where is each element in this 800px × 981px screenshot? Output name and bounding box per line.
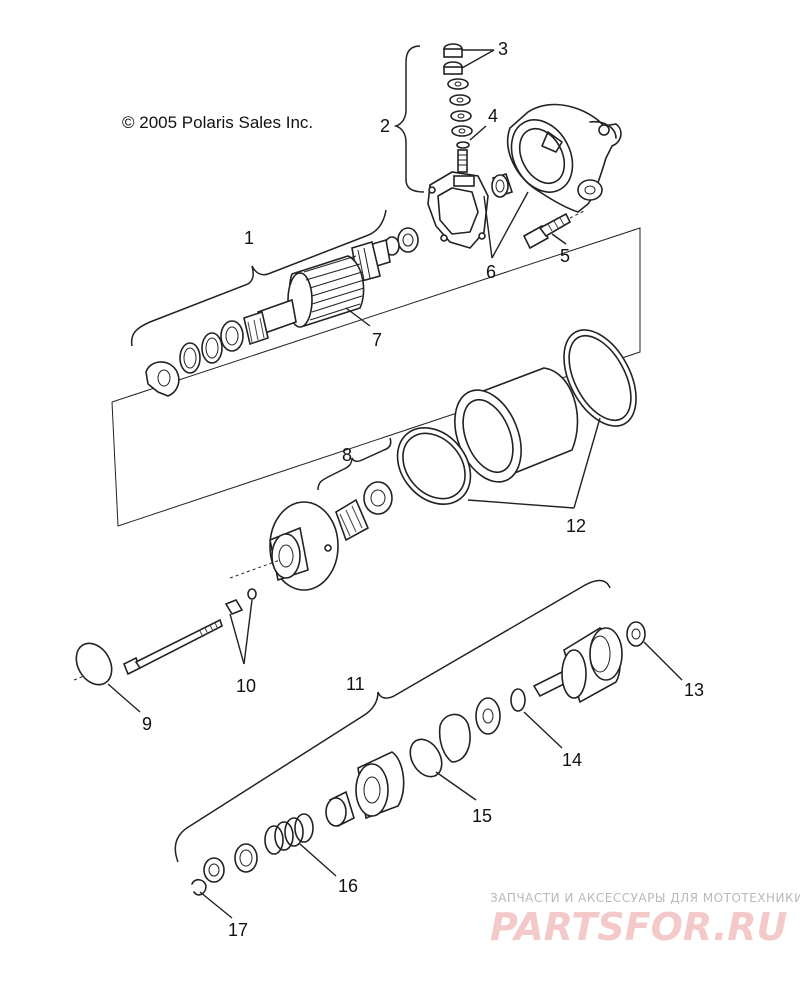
watermark-tagline: ЗАПЧАСТИ И АКСЕССУАРЫ ДЛЯ МОТОТЕХНИКИ — [490, 891, 800, 905]
brace-2 — [393, 45, 425, 193]
callout-13: 13 — [684, 680, 704, 700]
callout-11: 11 — [346, 674, 365, 694]
o-ring — [75, 642, 113, 686]
brace-8 — [317, 437, 392, 491]
callout-17: 17 — [228, 920, 248, 940]
callout-4: 4 — [488, 106, 498, 126]
callout-16: 16 — [338, 876, 358, 896]
callout-7: 7 — [372, 330, 382, 350]
callout-15: 15 — [472, 806, 492, 826]
pinion-gear-shaft — [532, 621, 646, 704]
callout-8: 8 — [342, 445, 352, 465]
through-bolt — [122, 588, 257, 676]
brace-11 — [174, 579, 611, 863]
end-cap-screw — [522, 209, 587, 250]
yoke-housing — [396, 329, 637, 505]
callout-5: 5 — [560, 246, 570, 266]
watermark-brand: PARTSFOR.RU — [490, 905, 788, 949]
drive-end-bracket — [229, 501, 339, 591]
callout-14: 14 — [562, 750, 582, 770]
callout-9: 9 — [142, 714, 152, 734]
assembly-frame — [111, 227, 641, 527]
armature-washers — [145, 320, 244, 397]
leader-lines — [107, 49, 683, 919]
clutch-parts — [191, 688, 526, 896]
bearing-set — [335, 481, 393, 542]
end-cap-and-bushing — [491, 103, 622, 213]
callout-10: 10 — [236, 676, 256, 696]
callout-3: 3 — [498, 39, 508, 59]
callout-6: 6 — [486, 262, 496, 282]
brush-holder-assembly — [427, 43, 489, 249]
callout-12: 12 — [566, 516, 586, 536]
brace-1 — [130, 209, 387, 347]
callout-1: 1 — [244, 228, 254, 248]
callout-2: 2 — [380, 116, 390, 136]
copyright-text: © 2005 Polaris Sales Inc. — [122, 113, 313, 132]
armature — [243, 227, 419, 346]
